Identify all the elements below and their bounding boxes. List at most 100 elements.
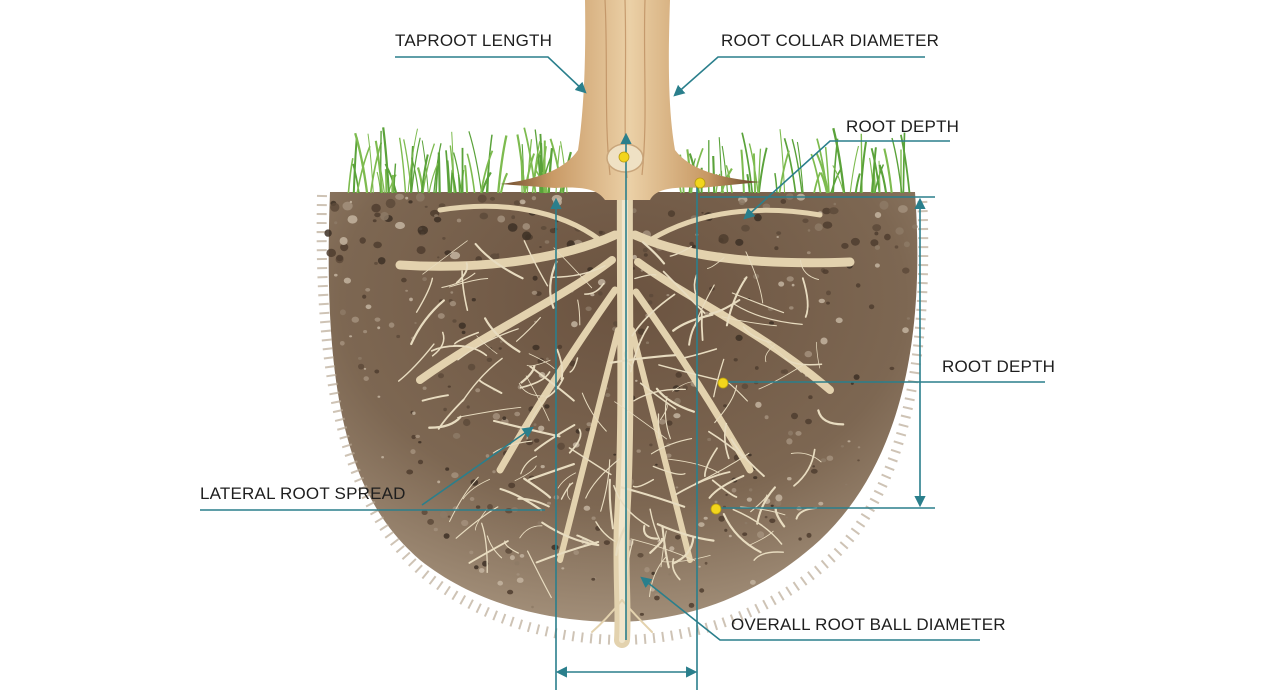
- pebble: [363, 367, 367, 370]
- label-root-depth-side: ROOT DEPTH: [942, 357, 1056, 376]
- rootlet: [457, 328, 519, 361]
- rootlet: [668, 458, 720, 474]
- grass-blade: [740, 149, 745, 194]
- pebble: [551, 544, 559, 550]
- rootlet: [799, 259, 820, 281]
- rootlet: [484, 317, 521, 353]
- pebble: [744, 521, 748, 525]
- rootlet: [748, 530, 774, 546]
- rootlet: [515, 316, 541, 342]
- pebble: [666, 294, 670, 297]
- label-lateral-root-spread: LATERAL ROOT SPREAD: [200, 484, 406, 503]
- pebble: [688, 602, 695, 608]
- pebble: [613, 453, 617, 456]
- label-taproot-length: TAPROOT LENGTH: [395, 31, 553, 50]
- rootlet: [753, 551, 784, 561]
- pebble: [814, 223, 823, 231]
- pebble: [655, 463, 658, 466]
- rootlet: [742, 326, 772, 344]
- pebble: [499, 340, 503, 343]
- pebble: [485, 454, 490, 458]
- pebble: [525, 439, 534, 446]
- pebble: [507, 589, 514, 595]
- pebble: [522, 223, 531, 230]
- rootlet: [415, 277, 434, 313]
- rootlet: [658, 364, 724, 382]
- rootlet: [514, 465, 537, 482]
- rootlet: [568, 428, 582, 454]
- rootlet: [693, 284, 715, 328]
- grass-blade: [452, 152, 463, 194]
- pebble: [451, 472, 459, 479]
- pebble: [650, 587, 655, 592]
- pebble: [741, 383, 749, 390]
- pebble: [665, 453, 672, 458]
- pebble: [833, 202, 837, 206]
- grass-blade: [516, 134, 526, 194]
- grass-blade: [451, 172, 457, 194]
- rootlet: [708, 430, 745, 459]
- rootlet: [519, 371, 551, 389]
- rootlet: [714, 385, 738, 424]
- pebble: [507, 223, 518, 232]
- pebble: [461, 519, 469, 527]
- rootlet: [684, 348, 718, 359]
- pebble: [449, 251, 461, 260]
- rootlet: [661, 525, 670, 569]
- pebble: [822, 269, 829, 275]
- pebble: [780, 199, 787, 204]
- pebble: [359, 237, 366, 244]
- pebble: [786, 438, 793, 445]
- rootlet: [504, 540, 519, 554]
- pebble: [475, 505, 481, 509]
- pebble: [874, 263, 880, 268]
- pebble: [884, 233, 891, 241]
- grass-blade: [813, 171, 822, 194]
- rootlet: [734, 303, 803, 325]
- rootlet: [455, 262, 469, 284]
- pebble: [424, 205, 428, 208]
- grass-blade: [878, 160, 881, 194]
- pebble: [437, 256, 440, 259]
- rootlet: [615, 526, 626, 556]
- pebble: [632, 254, 637, 260]
- pebble: [605, 393, 611, 398]
- pebble: [433, 527, 438, 532]
- rootlet: [725, 276, 748, 327]
- grass-blade: [757, 147, 768, 194]
- grass-blade: [779, 129, 786, 194]
- rootlet: [449, 278, 489, 288]
- rootlet: [688, 316, 704, 346]
- pebble: [557, 344, 563, 349]
- pebble: [498, 347, 502, 350]
- pebble: [820, 337, 828, 345]
- rootlet: [486, 535, 503, 559]
- rootlet: [479, 379, 503, 394]
- rootlet: [527, 550, 552, 599]
- pebble: [731, 488, 737, 493]
- pebble: [874, 245, 881, 250]
- grass-blade: [791, 139, 803, 194]
- pebble: [458, 322, 466, 329]
- pebble: [534, 438, 540, 443]
- pebble: [340, 243, 349, 252]
- pebble: [906, 317, 911, 320]
- rootlet: [523, 240, 549, 287]
- pebble: [437, 313, 445, 319]
- pebble: [728, 534, 732, 538]
- grass-blade: [445, 150, 450, 194]
- rootlet: [525, 375, 550, 422]
- pebble: [654, 595, 660, 601]
- pebble: [546, 501, 552, 505]
- grass-blade: [374, 140, 384, 194]
- pebble: [762, 203, 771, 210]
- rootlet: [664, 396, 671, 440]
- pebble: [351, 316, 359, 323]
- rootlet: [642, 524, 659, 540]
- pebble: [445, 467, 450, 471]
- pebble: [845, 483, 848, 486]
- pebble: [637, 553, 644, 558]
- pebble: [741, 224, 750, 232]
- grass-blade: [900, 134, 911, 194]
